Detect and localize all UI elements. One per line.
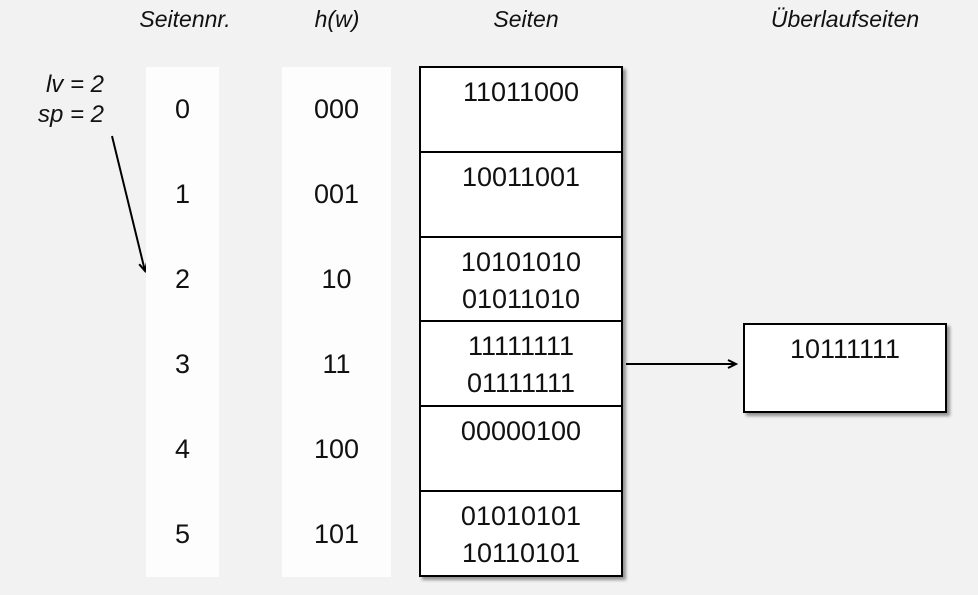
seitennr-cell: 5 [174, 519, 191, 549]
page-row-3: 11111111 01111111 [421, 320, 621, 405]
page-record [421, 196, 621, 233]
page-row-0: 11011000 [421, 68, 621, 151]
page-record: 01011010 [461, 283, 581, 314]
overflow-record: 10111111 [789, 334, 901, 364]
page-row-4: 00000100 [421, 405, 621, 490]
split-pointer-arrow [111, 135, 148, 274]
page-row-5: 01010101 10110101 [421, 490, 621, 575]
page-record: 01111111 [466, 368, 576, 399]
column-header-seiten: Seiten [493, 6, 559, 32]
seitennr-cell: 1 [174, 179, 191, 209]
seitennr-cell: 2 [174, 264, 191, 294]
page-record: 10110101 [461, 538, 581, 569]
page-record [421, 111, 621, 148]
page-row-2: 10101010 01011010 [421, 235, 621, 321]
hw-cell: 100 [313, 434, 360, 464]
page-record: 10101010 [460, 246, 582, 277]
seitennr-cell: 3 [174, 349, 191, 379]
level-value: lv = 2 [45, 71, 104, 98]
hw-cell: 11 [322, 349, 351, 379]
page-record: 00000100 [460, 416, 582, 447]
seitennr-cell: 0 [174, 94, 191, 124]
column-header-ueberlaufseiten: Überlaufseiten [770, 6, 920, 32]
level-splitpointer-annotation: lv = 2 sp = 2 [16, 70, 104, 130]
hw-column: 000 001 10 11 100 101 [282, 67, 391, 577]
page-record: 01010101 [460, 501, 582, 532]
pages-box: 11011000 10011001 10101010 01011010 1111… [419, 66, 623, 577]
column-header-hw: h(w) [314, 6, 360, 32]
seitennr-cell: 4 [174, 434, 191, 464]
hw-cell: 10 [321, 264, 352, 294]
page-row-1: 10011001 [421, 150, 621, 236]
hw-cell: 001 [313, 179, 360, 209]
splitpointer-value: sp = 2 [37, 101, 104, 128]
page-record [421, 450, 621, 487]
page-record: 11111111 [467, 331, 575, 362]
hw-cell: 101 [313, 519, 360, 549]
page-record: 11011000 [462, 77, 580, 107]
hw-cell: 000 [313, 94, 360, 124]
page-record: 10011001 [461, 161, 581, 192]
seitennr-column: 0 1 2 3 4 5 [146, 67, 219, 577]
overflow-box: 10111111 [743, 323, 947, 413]
column-header-seitennr: Seitennr. [139, 6, 231, 32]
